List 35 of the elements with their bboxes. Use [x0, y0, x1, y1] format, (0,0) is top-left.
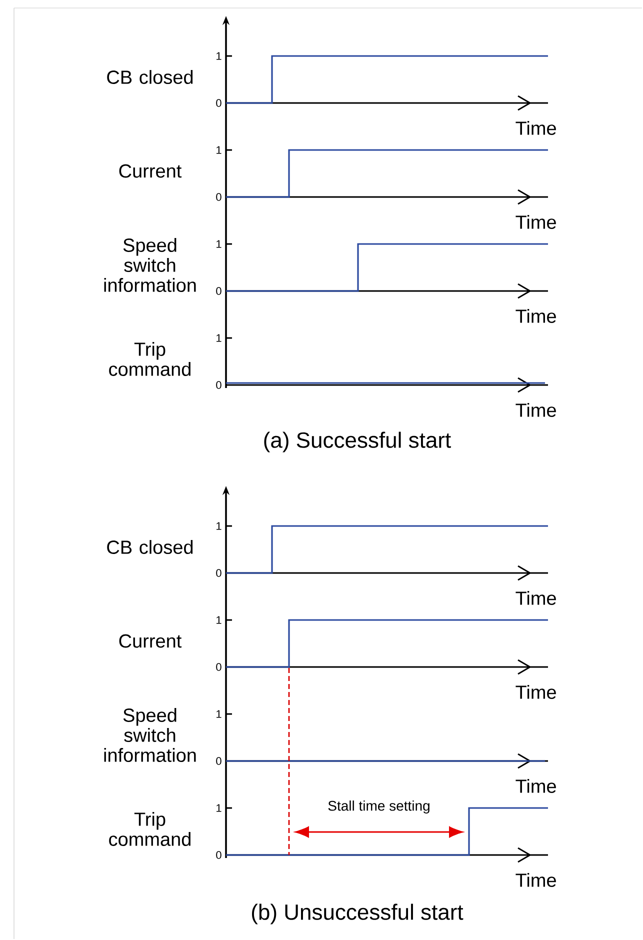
tick-label: 0: [216, 757, 222, 765]
signal-label: Trip command: [109, 342, 190, 376]
signal-label: Speed switch information: [104, 708, 196, 762]
tick-label: 0: [216, 851, 222, 859]
tick-label: 0: [216, 99, 222, 107]
tick-label: 1: [216, 240, 222, 248]
signal-label: CB closed: [107, 540, 193, 554]
tick-label: 1: [216, 616, 222, 624]
signal-label: Trip command: [109, 812, 190, 846]
tick-label: 1: [216, 334, 222, 342]
axis-label: Time: [516, 873, 556, 887]
signal-label: Current: [119, 634, 182, 648]
tick-label: 0: [216, 381, 222, 389]
tick-label: 1: [216, 52, 222, 60]
axis-label: Time: [516, 779, 556, 793]
tick-label: 0: [216, 569, 222, 577]
tick-label: 1: [216, 804, 222, 812]
panel-caption: (b) Unsuccessful start: [252, 904, 464, 924]
signal-label: Current: [119, 164, 182, 178]
axis-label: Time: [516, 685, 556, 699]
signal-label: Speed switch information: [104, 238, 196, 292]
tick-label: 0: [216, 193, 222, 201]
panel-caption: (a) Successful start: [264, 432, 451, 452]
dimension-label: Stall time setting: [328, 800, 430, 814]
axis-label: Time: [516, 215, 556, 229]
tick-label: 1: [216, 522, 222, 530]
axis-label: Time: [516, 309, 556, 323]
axis-label: Time: [516, 591, 556, 605]
tick-label: 0: [216, 663, 222, 671]
axis-label: Time: [516, 403, 556, 417]
tick-label: 1: [216, 146, 222, 154]
signal-label: CB closed: [107, 70, 193, 84]
tick-label: 1: [216, 710, 222, 718]
axis-label: Time: [516, 121, 556, 135]
tick-label: 0: [216, 287, 222, 295]
